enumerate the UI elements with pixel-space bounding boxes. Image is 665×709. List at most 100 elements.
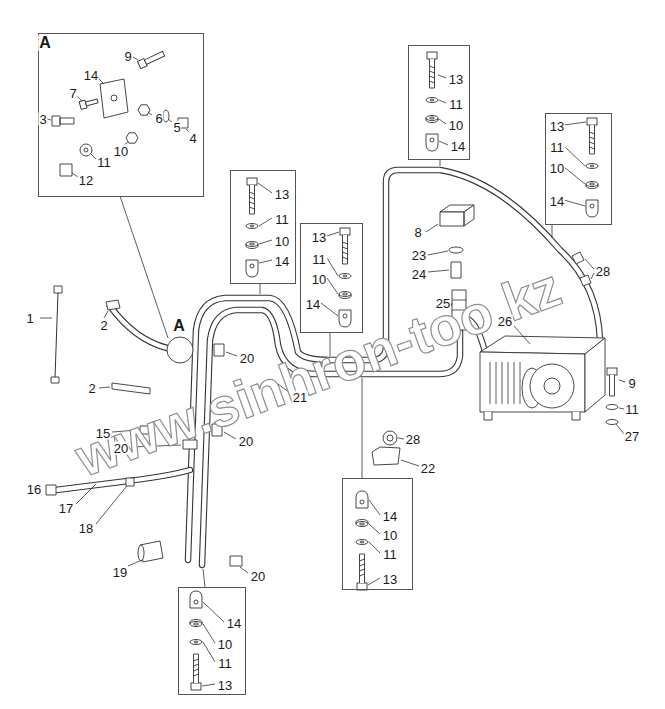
leader-line (401, 460, 419, 466)
callout-number: 11 (311, 253, 327, 266)
fan-hub (544, 378, 560, 394)
leader-line (426, 224, 452, 306)
leader-line (514, 326, 530, 344)
callout-number: 14 (450, 140, 466, 153)
callout-number: 9 (627, 377, 636, 390)
bracket-hole (111, 95, 117, 101)
callout-number: 7 (68, 87, 77, 100)
detail-balloon (167, 337, 193, 363)
callout-number: 10 (274, 235, 290, 248)
washer (84, 148, 88, 152)
callout-number: 20 (113, 442, 129, 455)
clip (230, 556, 242, 566)
callout-number: 6 (154, 112, 163, 125)
callout-number: 20 (250, 570, 266, 583)
tube-cap (46, 485, 56, 495)
callout-number: 14 (305, 298, 321, 311)
fastener-stack (426, 52, 438, 151)
callout-number: 18 (78, 522, 94, 535)
washer (606, 420, 618, 425)
callout-number: 11 (448, 98, 464, 111)
washer (606, 405, 618, 410)
callout-number: 10 (382, 529, 398, 542)
hose (110, 306, 167, 348)
leader-line (585, 259, 594, 279)
drain-tube (56, 470, 190, 490)
heater-core-fins (490, 362, 520, 404)
heater-unit (480, 352, 585, 412)
callout-number: 21 (292, 391, 308, 404)
fastener-stack (246, 178, 258, 277)
callout-number: 10 (448, 119, 464, 132)
leader-line (77, 96, 82, 101)
bolt (137, 50, 165, 69)
callout-number: 10 (311, 273, 327, 286)
callout-number: 10 (549, 162, 565, 175)
callout-number: 13 (311, 231, 327, 244)
callout-number: 8 (413, 226, 422, 239)
grommet (383, 431, 397, 445)
washer (449, 247, 463, 253)
detail-inset: A91473654101112 (38, 33, 204, 197)
callout-number: 14 (226, 617, 242, 630)
callout-number: 27 (624, 430, 640, 443)
hose-clamp (106, 300, 120, 310)
strap (112, 383, 150, 394)
leader-line (438, 75, 448, 145)
callout-number: 26 (497, 315, 513, 328)
callout-number: 28 (405, 433, 421, 446)
valve-cover (440, 205, 474, 226)
sleeve (126, 478, 134, 486)
callout-number: 11 (549, 141, 565, 154)
callout-number: 2 (87, 382, 96, 395)
callout-number: 28 (595, 265, 611, 278)
view-letter: A (172, 318, 186, 334)
callout-number: 3 (38, 113, 47, 126)
fastener-callout-frame: 13111014 (230, 170, 296, 284)
callout-number: 14 (83, 69, 99, 82)
callout-number: 10 (113, 145, 129, 158)
rod-end (51, 286, 62, 383)
fastener-callout-frame: 13 11 10 14 (300, 223, 363, 333)
leader-line (564, 122, 586, 206)
fastener-stack (586, 118, 598, 217)
fitting (580, 275, 591, 286)
callout-number: 11 (274, 213, 290, 226)
callout-number: 14 (549, 195, 565, 208)
bolt (610, 375, 615, 396)
heater-unit (480, 336, 605, 354)
callout-number: 13 (549, 120, 565, 133)
nut (451, 262, 461, 278)
grommet-plate (372, 447, 400, 465)
callout-number: 11 (382, 548, 398, 561)
callout-number: 17 (58, 502, 74, 515)
washer (163, 110, 169, 122)
fitting (52, 116, 74, 126)
callout-number: 13 (382, 573, 398, 586)
callout-number: 2 (99, 319, 108, 332)
leader-line (368, 500, 380, 585)
fastener-stack (190, 591, 202, 690)
callout-number: 14 (382, 510, 398, 523)
clip (214, 344, 224, 356)
leader-line (398, 438, 404, 439)
callout-number: 19 (112, 566, 128, 579)
bolt (607, 368, 617, 375)
nut (138, 105, 150, 115)
nut (126, 133, 138, 143)
hose (110, 306, 167, 348)
callout-number: 11 (96, 156, 112, 169)
fastener-callout-frame: 13 11 10 14 (545, 113, 612, 225)
fitting (572, 252, 584, 264)
leader-line (40, 318, 52, 319)
fastener-stack (339, 228, 351, 327)
callout-number: 13 (274, 188, 290, 201)
leader-line (258, 183, 272, 263)
leader-line (99, 387, 110, 388)
callout-number: 9 (123, 50, 132, 63)
leader-line (76, 484, 96, 504)
connector (138, 545, 144, 561)
callout-number: 15 (95, 427, 111, 440)
callout-number: 23 (411, 249, 427, 262)
callout-number: 13 (448, 73, 464, 86)
